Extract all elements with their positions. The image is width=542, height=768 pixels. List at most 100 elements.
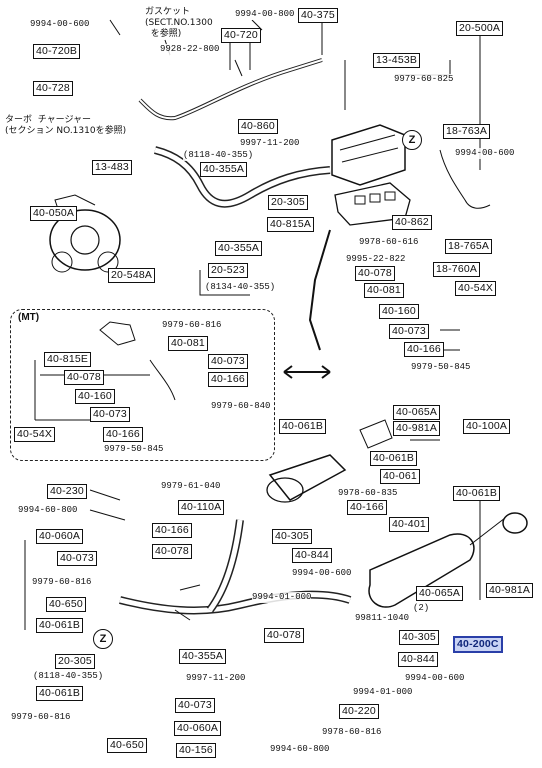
part-label-selected[interactable]: 40-200C	[453, 636, 503, 653]
part-label[interactable]: 40-081	[364, 283, 404, 298]
part-label[interactable]: 40-078	[355, 266, 395, 281]
part-label[interactable]: 40-650	[107, 738, 147, 753]
fastener-number: (8118-40-355)	[33, 671, 104, 682]
part-label[interactable]: 40-065A	[393, 405, 441, 420]
part-label[interactable]: 40-061B	[36, 686, 84, 701]
fastener-number: 9979-60-816	[11, 712, 71, 723]
part-label[interactable]: 40-110A	[178, 500, 225, 515]
fastener-number: 9997-11-200	[186, 673, 246, 684]
part-label[interactable]: 40-305	[399, 630, 439, 645]
fastener-number: 9978-60-616	[359, 237, 419, 248]
pre-muffler	[268, 454, 347, 501]
part-label[interactable]: 40-061B	[36, 618, 84, 633]
part-label[interactable]: 40-355A	[179, 649, 227, 664]
part-label[interactable]: 40-401	[389, 517, 429, 532]
gasket-note: ガスケット (SECT.NO.1300 を参照)	[145, 7, 213, 39]
part-label[interactable]: 40-073	[175, 698, 215, 713]
part-label[interactable]: 40-061B	[370, 451, 418, 466]
mt-title: (MT)	[18, 312, 40, 323]
part-label[interactable]: 20-500A	[456, 21, 504, 36]
part-label[interactable]: 40-720B	[33, 44, 81, 59]
part-label[interactable]: 40-060A	[174, 721, 222, 736]
part-label[interactable]: 20-523	[208, 263, 248, 278]
part-label[interactable]: 40-065A	[416, 586, 464, 601]
z-mark-top: Z	[402, 130, 422, 150]
fastener-number: 9979-60-825	[394, 74, 454, 85]
fastener-number: (2)	[413, 603, 430, 614]
part-label[interactable]: 40-078	[64, 370, 104, 385]
part-label[interactable]: 40-844	[398, 652, 438, 667]
fastener-number: 9994-01-000	[252, 592, 312, 603]
fastener-number: 9994-01-000	[353, 687, 413, 698]
fastener-number: 9995-22-822	[346, 254, 406, 265]
fastener-number: 9978-60-816	[322, 727, 382, 738]
part-label[interactable]: 40-862	[392, 215, 432, 230]
part-label[interactable]: 40-078	[264, 628, 304, 643]
part-label[interactable]: 40-166	[152, 523, 192, 538]
part-label[interactable]: 40-728	[33, 81, 73, 96]
fastener-number: 9979-50-845	[411, 362, 471, 373]
fastener-number: 9979-50-845	[104, 444, 164, 455]
fastener-number: 9994-00-600	[30, 19, 90, 30]
part-label[interactable]: 18-760A	[433, 262, 481, 277]
part-label[interactable]: 40-081	[168, 336, 208, 351]
part-label[interactable]: 40-160	[379, 304, 419, 319]
part-label[interactable]: 40-160	[75, 389, 115, 404]
part-label[interactable]: 40-073	[208, 354, 248, 369]
part-label[interactable]: 40-060A	[36, 529, 84, 544]
fastener-number: 9978-60-835	[338, 488, 398, 499]
arrow-double	[283, 365, 331, 379]
part-label[interactable]: 40-815A	[267, 217, 315, 232]
part-label[interactable]: 40-050A	[30, 206, 78, 221]
part-label[interactable]: 40-166	[208, 372, 248, 387]
part-label[interactable]: 40-073	[90, 407, 130, 422]
part-label[interactable]: 40-375	[298, 8, 338, 23]
tail-pipe	[502, 512, 528, 534]
part-label[interactable]: 40-100A	[463, 419, 511, 434]
part-label[interactable]: 40-073	[389, 324, 429, 339]
part-label[interactable]: 40-981A	[393, 421, 441, 436]
fastener-number: 9979-61-040	[161, 481, 221, 492]
part-label[interactable]: 40-305	[272, 529, 312, 544]
part-label[interactable]: 20-548A	[108, 268, 156, 283]
part-label[interactable]: 40-230	[47, 484, 87, 499]
part-label[interactable]: 40-166	[347, 500, 387, 515]
part-label[interactable]: 40-355A	[200, 162, 248, 177]
fastener-number: 9994-00-600	[455, 148, 515, 159]
part-label[interactable]: 40-720	[221, 28, 261, 43]
part-label[interactable]: 40-54X	[455, 281, 497, 296]
fastener-number: (8134-40-355)	[205, 282, 276, 293]
fastener-number: 9994-60-800	[270, 744, 330, 755]
part-label[interactable]: 40-844	[292, 548, 332, 563]
part-label[interactable]: 40-54X	[14, 427, 56, 442]
fastener-number: 9979-60-840	[211, 401, 271, 412]
part-label[interactable]: 40-650	[46, 597, 86, 612]
part-label[interactable]: 40-073	[57, 551, 97, 566]
part-label[interactable]: 40-166	[404, 342, 444, 357]
fastener-number: 9994-00-600	[405, 673, 465, 684]
fastener-number: 9979-60-816	[162, 320, 222, 331]
part-label[interactable]: 40-061B	[453, 486, 501, 501]
fastener-number: 9997-11-200	[240, 138, 300, 149]
fastener-number: (8118-40-355)	[183, 150, 254, 161]
part-label[interactable]: 40-220	[339, 704, 379, 719]
fastener-number: 99811-1040	[355, 613, 410, 624]
part-label[interactable]: 40-061B	[279, 419, 327, 434]
part-label[interactable]: 40-355A	[215, 241, 263, 256]
part-label[interactable]: 18-765A	[445, 239, 493, 254]
part-label[interactable]: 13-483	[92, 160, 132, 175]
part-label[interactable]: 40-860	[238, 119, 278, 134]
part-label[interactable]: 40-061	[380, 469, 420, 484]
part-label[interactable]: 40-078	[152, 544, 192, 559]
part-label[interactable]: 13-453B	[373, 53, 421, 68]
main-muffler	[368, 533, 475, 608]
part-label[interactable]: 18-763A	[443, 124, 491, 139]
part-label[interactable]: 20-305	[55, 654, 95, 669]
part-label[interactable]: 40-156	[176, 743, 216, 758]
part-label[interactable]: 40-815E	[44, 352, 92, 367]
part-label[interactable]: 40-981A	[486, 583, 534, 598]
catalytic-converter	[331, 124, 406, 186]
fastener-number: 9994-00-600	[292, 568, 352, 579]
part-label[interactable]: 40-166	[103, 427, 143, 442]
part-label[interactable]: 20-305	[268, 195, 308, 210]
